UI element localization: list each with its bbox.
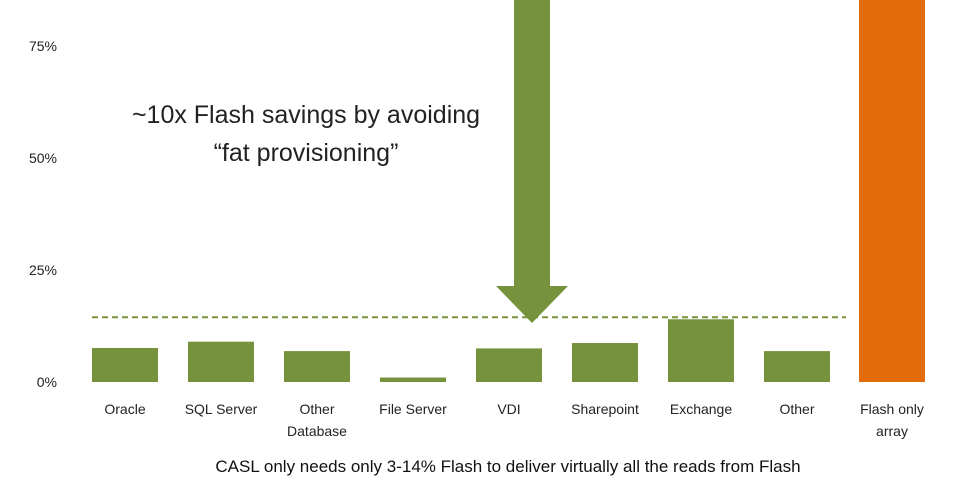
x-tick-label: Other [299,401,334,417]
y-tick-label: 25% [29,262,57,278]
bar [764,351,830,382]
bars [92,0,925,382]
arrow-head [496,286,568,323]
y-axis: 0% 25% 50% 75% [29,38,57,390]
annotation-line-1: ~10x Flash savings by avoiding [132,101,480,129]
y-tick-label: 75% [29,38,57,54]
x-tick-label: VDI [497,401,520,417]
bar [859,0,925,382]
x-tick-label: Flash only [860,401,924,417]
x-tick-label: Database [287,423,347,439]
bar [188,341,254,382]
arrow-shaft [514,0,550,287]
x-tick-label: Oracle [104,401,145,417]
y-tick-label: 50% [29,150,57,166]
bar [380,377,446,382]
x-tick-label: SQL Server [185,401,258,417]
y-tick-label: 0% [37,374,57,390]
annotation-line-2: “fat provisioning” [214,139,399,167]
bar [668,319,734,382]
x-tick-label: array [876,423,908,439]
x-tick-label: Other [779,401,814,417]
down-arrow-icon [496,0,568,323]
bar [284,351,350,382]
bar [572,343,638,382]
chart-caption: CASL only needs only 3-14% Flash to deli… [215,457,800,476]
bar [476,348,542,382]
x-tick-label: File Server [379,401,447,417]
x-tick-label: Sharepoint [571,401,639,417]
x-tick-label: Exchange [670,401,732,417]
bar [92,347,158,382]
